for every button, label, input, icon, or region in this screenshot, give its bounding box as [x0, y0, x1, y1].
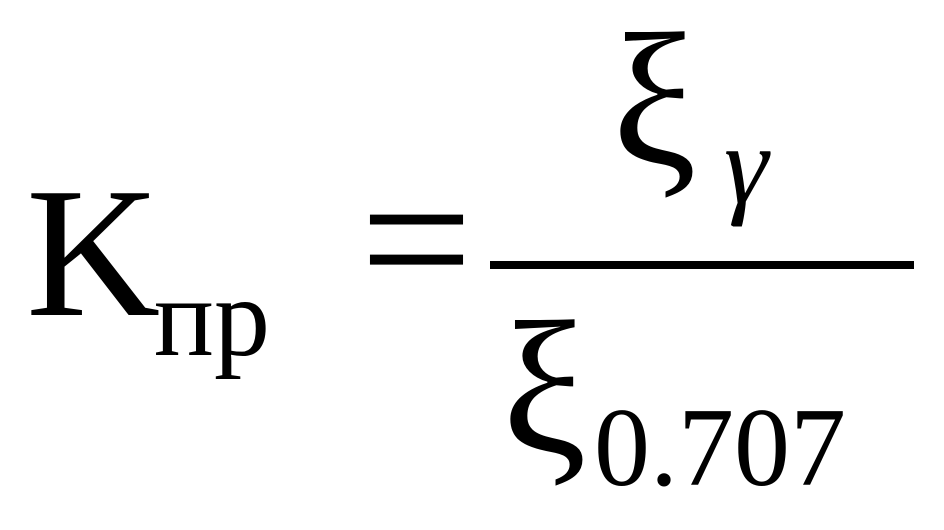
- denominator-symbol: ξ: [502, 284, 587, 494]
- lhs-subscript: пр: [154, 256, 270, 380]
- numerator-subscript: γ: [724, 104, 769, 228]
- numerator-symbol: ξ: [612, 0, 697, 206]
- denominator-subscript: 0.707: [594, 386, 846, 510]
- lhs-symbol: K: [26, 150, 161, 356]
- fraction-bar: [490, 261, 914, 269]
- equals-sign: =: [360, 129, 473, 350]
